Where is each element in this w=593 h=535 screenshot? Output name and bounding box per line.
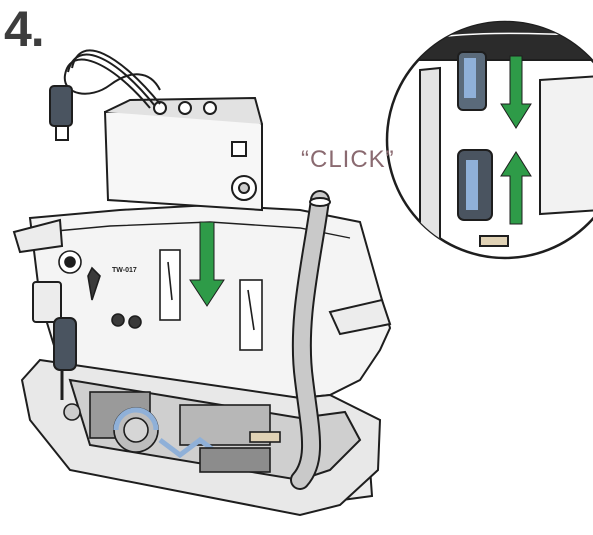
tube bbox=[290, 190, 331, 490]
model-label: TW-017 bbox=[112, 267, 137, 274]
module-cable bbox=[49, 49, 161, 141]
click-annotation: “CLICK” bbox=[301, 146, 395, 173]
battery-module bbox=[103, 96, 263, 212]
down-arrow-icon bbox=[189, 221, 225, 307]
step-number: 4. bbox=[4, 1, 45, 57]
left-connector bbox=[53, 317, 77, 400]
inset-up-arrow-icon bbox=[500, 151, 532, 225]
valve-mechanism bbox=[63, 391, 281, 473]
left-clip bbox=[12, 218, 64, 323]
plate-details bbox=[58, 249, 263, 351]
inset-down-arrow-icon bbox=[500, 55, 532, 129]
magnified-inset bbox=[385, 20, 593, 260]
